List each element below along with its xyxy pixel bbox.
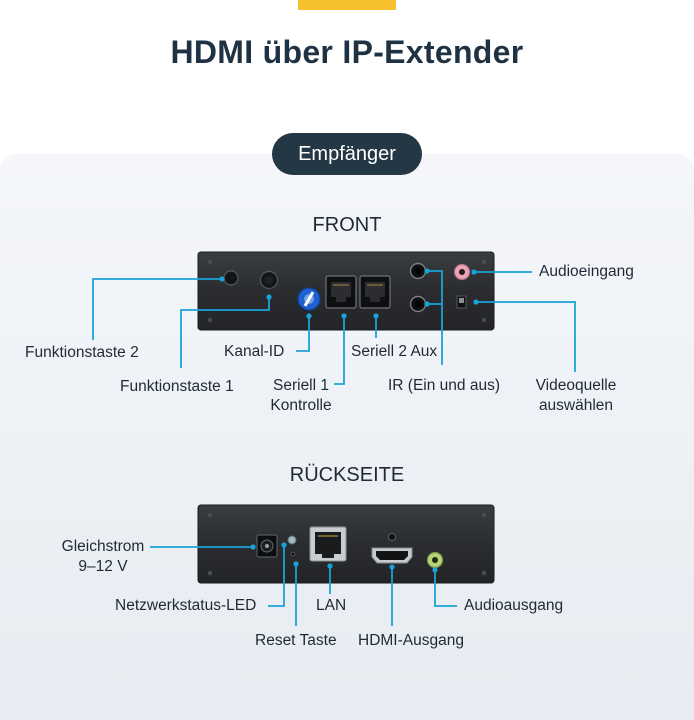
label-netzwerkstatus-led: Netzwerkstatus-LED: [115, 597, 257, 614]
label-gleichstrom-line1: Gleichstrom: [61, 538, 145, 555]
label-videoquelle-auswaehlen: Videoquelle auswählen: [528, 376, 624, 416]
label-funktionstaste-1: Funktionstaste 1: [120, 378, 234, 395]
label-hdmi-ausgang: HDMI-Ausgang: [358, 632, 464, 649]
page-title: HDMI über IP-Extender: [170, 34, 524, 70]
label-seriell-1-line1: Seriell 1: [273, 377, 329, 394]
label-seriell-2-aux: Seriell 2 Aux: [351, 343, 438, 360]
receiver-badge: Empfänger: [272, 133, 422, 175]
label-videoquelle-line2: auswählen: [538, 397, 614, 414]
back-heading: RÜCKSEITE: [289, 464, 405, 486]
label-audioausgang: Audioausgang: [464, 597, 564, 614]
diagram-panel: [0, 154, 694, 720]
label-kanal-id: Kanal-ID: [224, 343, 285, 360]
accent-bar: [298, 0, 396, 10]
label-funktionstaste-2: Funktionstaste 2: [25, 344, 139, 361]
label-gleichstrom-line2: 9–12 V: [78, 558, 128, 575]
label-reset-taste: Reset Taste: [255, 632, 337, 649]
label-ir: IR (Ein und aus): [388, 377, 500, 394]
label-seriell-1-line2: Kontrolle: [270, 397, 332, 414]
front-heading: FRONT: [312, 214, 382, 236]
label-lan: LAN: [316, 597, 347, 614]
label-audioeingang: Audioeingang: [539, 263, 634, 280]
label-gleichstrom: Gleichstrom 9–12 V: [55, 537, 151, 577]
label-seriell-1-kontrolle: Seriell 1 Kontrolle: [262, 376, 340, 416]
label-videoquelle-line1: Videoquelle: [535, 377, 617, 394]
